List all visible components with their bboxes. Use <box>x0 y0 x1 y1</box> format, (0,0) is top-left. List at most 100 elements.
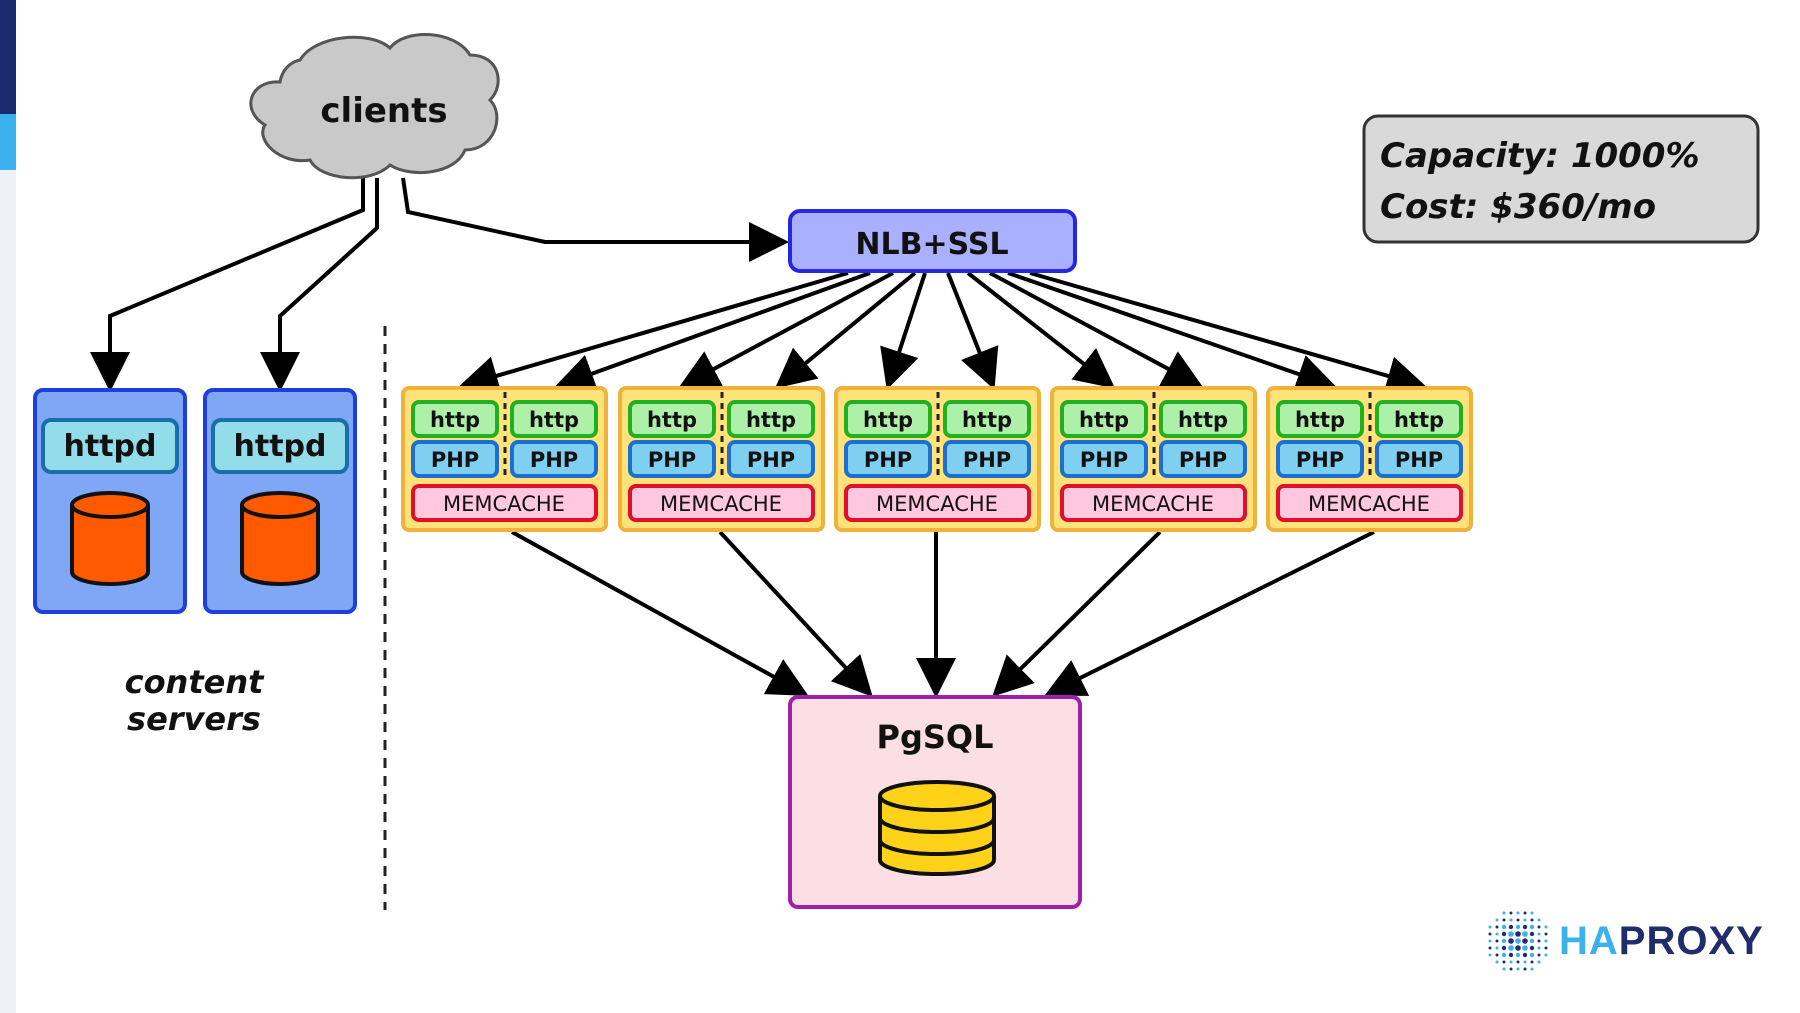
memcache-label: MEMCACHE <box>443 492 565 516</box>
httpd-label: httpd <box>64 429 157 464</box>
php-box <box>844 440 932 478</box>
accent-bar-pale <box>0 170 16 1013</box>
php-box-label: PHP <box>963 448 1011 472</box>
http-box-label: http <box>1178 408 1228 432</box>
php-box-label: PHP <box>1179 448 1227 472</box>
memcache-label: MEMCACHE <box>660 492 782 516</box>
http-box <box>1276 400 1364 438</box>
storage-cylinder-icon <box>240 491 320 586</box>
connectors <box>90 177 1427 698</box>
cost-text: Cost: $360/mo <box>1380 187 1656 227</box>
http-box <box>510 400 598 438</box>
php-box <box>727 440 815 478</box>
php-box-label: PHP <box>431 448 479 472</box>
php-box-label: PHP <box>1296 448 1344 472</box>
database-cylinder-icon <box>878 780 996 876</box>
app-to-database-arrows <box>511 530 1375 698</box>
http-box-label: http <box>962 408 1012 432</box>
http-box <box>628 400 716 438</box>
httpd-label: httpd <box>234 429 327 464</box>
logo-suffix: PROXY <box>1618 918 1764 963</box>
arrow-app-to-database <box>1044 530 1375 696</box>
php-box-label: PHP <box>530 448 578 472</box>
clients-label: clients <box>320 91 447 131</box>
accent-bar-dark <box>0 0 16 114</box>
content-servers-caption-line1: content <box>125 663 266 701</box>
arrow-balancer-to-app <box>774 271 917 389</box>
http-box-label: http <box>1394 408 1444 432</box>
php-box <box>1375 440 1463 478</box>
http-box <box>727 400 815 438</box>
memcache-label: MEMCACHE <box>1092 492 1214 516</box>
php-box <box>510 440 598 478</box>
storage-cylinder-icon <box>70 491 150 586</box>
http-box <box>943 400 1031 438</box>
php-box <box>1159 440 1247 478</box>
memcache-box <box>844 484 1031 522</box>
http-box <box>1375 400 1463 438</box>
php-box <box>1060 440 1148 478</box>
http-box <box>1060 400 1148 438</box>
php-box-label: PHP <box>864 448 912 472</box>
cloud-shape <box>249 32 500 180</box>
http-box-label: http <box>746 408 796 432</box>
arrow-balancer-to-app <box>678 271 894 388</box>
php-box-label: PHP <box>1080 448 1128 472</box>
content-server-2[interactable]: httpd <box>203 388 357 614</box>
memcache-box <box>628 484 815 522</box>
memcache-label: MEMCACHE <box>1308 492 1430 516</box>
arrow-app-to-database <box>718 530 873 697</box>
http-box-label: http <box>430 408 480 432</box>
arrow-app-to-database <box>511 530 809 696</box>
database-label: PgSQL <box>877 718 994 756</box>
arrow-balancer-to-app <box>946 272 999 390</box>
content-server-1[interactable]: httpd <box>33 388 187 614</box>
php-box <box>943 440 1031 478</box>
arrow-app-to-database <box>992 530 1162 697</box>
balancer-fanout-arrows <box>458 271 1427 396</box>
balancer-label: NLB+SSL <box>855 227 1008 262</box>
php-box-label: PHP <box>648 448 696 472</box>
php-box <box>628 440 716 478</box>
http-box-label: http <box>1295 408 1345 432</box>
php-box-label: PHP <box>747 448 795 472</box>
php-box <box>1276 440 1364 478</box>
arrow-balancer-to-app <box>880 272 927 390</box>
memcache-box <box>1276 484 1463 522</box>
haproxy-logo: HAPROXY <box>1485 906 1764 976</box>
arrow-balancer-to-app <box>966 271 1116 389</box>
arrow-balancer-to-app <box>1007 271 1337 394</box>
memcache-box <box>1060 484 1247 522</box>
php-box <box>411 440 499 478</box>
clients-cloud: clients <box>249 32 500 180</box>
http-box-label: http <box>529 408 579 432</box>
database-node[interactable]: PgSQL <box>788 695 1082 909</box>
arrow-balancer-to-app <box>554 271 871 393</box>
http-box-label: http <box>647 408 697 432</box>
arrow-balancer-to-app <box>458 271 849 396</box>
balancer-node[interactable]: NLB+SSL <box>788 209 1077 273</box>
content-servers-caption-line2: servers <box>127 700 261 738</box>
stats-box: Capacity: 1000% Cost: $360/mo <box>1362 114 1760 244</box>
php-box-label: PHP <box>1395 448 1443 472</box>
haproxy-emblem-icon <box>1488 911 1548 971</box>
http-box <box>1159 400 1247 438</box>
capacity-text: Capacity: 1000% <box>1380 136 1700 176</box>
logo-prefix: HA <box>1559 918 1619 963</box>
http-box-label: http <box>1079 408 1129 432</box>
balancer-box <box>788 209 1077 273</box>
http-box <box>411 400 499 438</box>
arrow-clients-to-balancer <box>401 177 789 262</box>
arrow-clients-to-httpd-2 <box>260 178 379 392</box>
memcache-label: MEMCACHE <box>876 492 998 516</box>
accent-bar-light <box>0 114 16 170</box>
http-box <box>844 400 932 438</box>
memcache-box <box>411 484 598 522</box>
